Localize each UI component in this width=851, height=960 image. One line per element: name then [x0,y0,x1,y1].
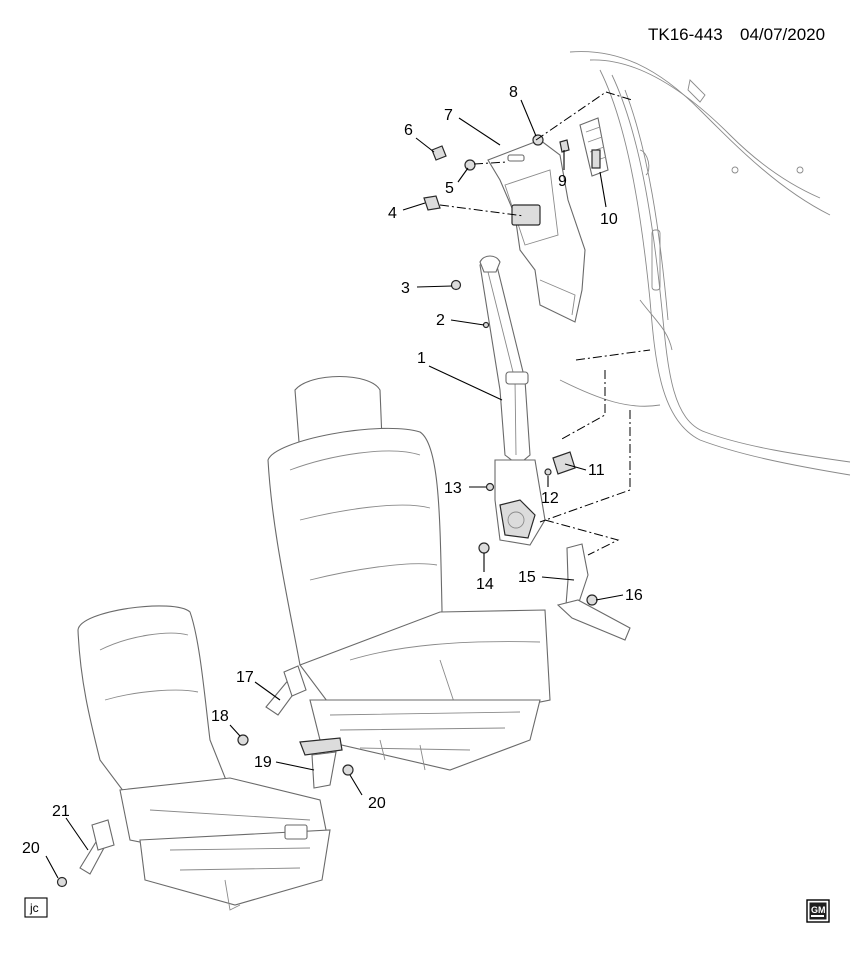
callout-18: 18 [211,708,229,725]
leader-lines [45,99,624,879]
callout-8: 8 [509,84,518,101]
callout-11: 11 [588,462,605,479]
initials-box: jc [24,897,48,918]
callout-20-center: 20 [368,795,386,812]
callout-1: 1 [417,350,426,367]
callout-15: 15 [518,569,536,586]
gm-logo-text: GM [811,905,826,915]
driver-buckle [556,543,631,641]
upper-fasteners [423,134,570,329]
callout-13: 13 [444,480,462,497]
callout-20-left: 20 [22,840,40,857]
initials-text: jc [29,901,39,915]
callout-4: 4 [388,205,397,222]
callout-14: 14 [476,576,494,593]
diagram-date: 04/07/2020 [740,25,825,44]
pillar-trim-panel [487,139,586,323]
callout-3: 3 [401,280,410,297]
left-buckle [56,819,115,888]
callouts: 1 2 3 4 5 6 7 8 9 10 11 12 13 14 15 16 1… [22,84,643,857]
diagram-code: TK16-443 [648,25,723,44]
left-seat [77,605,331,911]
alignment-lines [439,91,651,556]
callout-7: 7 [444,107,453,124]
callout-21: 21 [52,803,70,820]
callout-12: 12 [541,490,559,507]
gm-logo: GM [806,899,830,923]
callout-2: 2 [436,312,445,329]
callout-9: 9 [558,173,567,190]
center-buckle [237,665,307,746]
callout-19: 19 [254,754,272,771]
callout-6: 6 [404,122,413,139]
body-pillar-outline [559,51,851,476]
height-adjuster [579,117,609,177]
callout-10: 10 [600,211,618,228]
callout-16: 16 [625,587,643,604]
rear-center-buckle [299,737,354,789]
lower-pillar-clip [478,451,576,554]
callout-17: 17 [236,669,254,686]
front-seat [267,376,551,771]
callout-5: 5 [445,180,454,197]
seat-belt-assembly [479,255,546,546]
